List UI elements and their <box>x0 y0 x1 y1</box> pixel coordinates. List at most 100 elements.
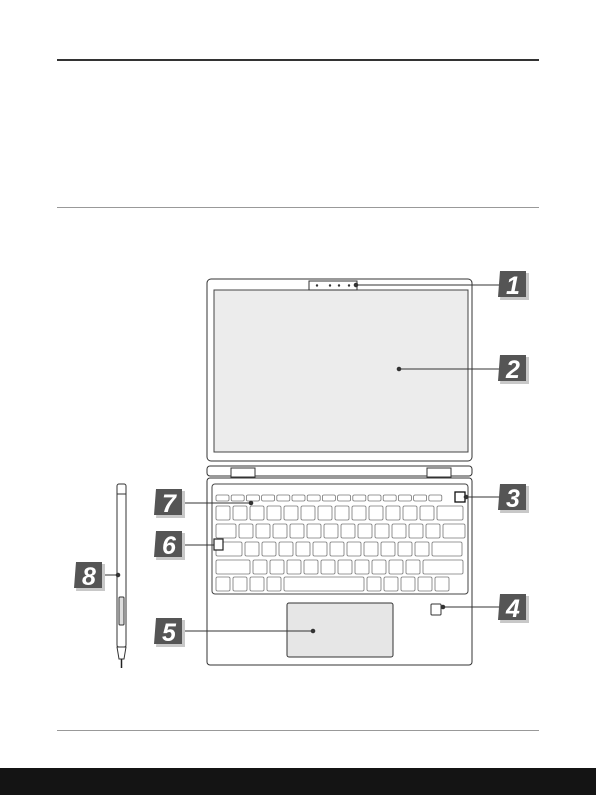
keyboard-key <box>358 524 372 538</box>
laptop-hinge <box>207 466 472 477</box>
keyboard-key <box>270 560 284 574</box>
keyboard-key <box>341 524 355 538</box>
keyboard-key <box>277 495 290 501</box>
callout-5-label: 5 <box>162 619 177 647</box>
keyboard-key <box>415 542 429 556</box>
power-button <box>455 492 465 502</box>
keyboard-key <box>256 524 270 538</box>
callout-7-label: 7 <box>162 490 177 518</box>
keyboard-key <box>253 560 267 574</box>
keyboard-key <box>398 542 412 556</box>
keyboard-key <box>267 506 281 520</box>
pen-side-button <box>119 597 124 625</box>
callout-1-label: 1 <box>506 272 520 300</box>
callout-4: 4 <box>498 594 529 623</box>
keyboard-key <box>368 495 381 501</box>
callout-6-label: 6 <box>162 532 177 560</box>
keyboard-key <box>231 495 244 501</box>
keyboard-key <box>420 506 434 520</box>
touchpad <box>287 603 393 657</box>
keyboard-key <box>304 560 318 574</box>
callout-3: 3 <box>498 484 529 513</box>
keyboard-key <box>435 577 449 591</box>
keyboard-key <box>338 560 352 574</box>
keyboard-key <box>372 560 386 574</box>
keyboard-key <box>364 542 378 556</box>
keyboard-key <box>414 495 427 501</box>
callout-1: 1 <box>498 271 529 300</box>
keyboard-key <box>284 506 298 520</box>
keyboard-key <box>429 495 442 501</box>
keyboard-key <box>398 495 411 501</box>
fingerprint-reader <box>431 604 441 615</box>
keyboard-key <box>267 577 281 591</box>
callout-3-label: 3 <box>506 485 520 513</box>
keyboard-key <box>386 506 400 520</box>
laptop-lid <box>207 279 472 461</box>
keyboard-key <box>347 542 361 556</box>
callout-4-label: 4 <box>505 595 520 623</box>
keyboard-key <box>239 524 253 538</box>
keyboard-key <box>418 577 432 591</box>
keyboard-key <box>384 577 398 591</box>
keyboard-key <box>307 524 321 538</box>
keyboard-key <box>432 542 462 556</box>
keyboard-key <box>381 542 395 556</box>
laptop-screen <box>214 290 468 452</box>
keyboard-key <box>437 506 463 520</box>
keyboard-key <box>375 524 389 538</box>
laptop-base <box>207 478 472 665</box>
keyboard-key <box>273 524 287 538</box>
keyboard-key <box>279 542 293 556</box>
callout-7: 7 <box>154 489 185 518</box>
keyboard-key <box>296 542 310 556</box>
keyboard-key <box>392 524 406 538</box>
keyboard-key <box>262 542 276 556</box>
keyboard-key <box>409 524 423 538</box>
keyboard-key <box>353 495 366 501</box>
keyboard-key <box>338 495 351 501</box>
keyboard-key <box>321 560 335 574</box>
keyboard-key <box>352 506 366 520</box>
keyboard-key <box>322 495 335 501</box>
keyboard-key <box>307 495 320 501</box>
keyboard-key <box>389 560 403 574</box>
keyboard-key <box>245 542 259 556</box>
keyboard-key <box>318 506 332 520</box>
callout-8-label: 8 <box>82 563 96 591</box>
keyboard-key <box>426 524 440 538</box>
keyboard-key <box>403 506 417 520</box>
keyboard-key <box>355 560 369 574</box>
keyboard-key <box>284 577 364 591</box>
keyboard-sensor-marker <box>214 539 223 550</box>
keyboard-key <box>262 495 275 501</box>
callout-6: 6 <box>154 531 185 560</box>
keyboard-key <box>324 524 338 538</box>
keyboard-key <box>216 524 236 538</box>
keyboard-key <box>246 495 259 501</box>
keyboard-key <box>233 506 247 520</box>
keyboard-key <box>423 560 463 574</box>
keyboard-key <box>250 577 264 591</box>
keyboard-key <box>301 506 315 520</box>
keyboard-key <box>250 506 264 520</box>
keyboard-key <box>401 577 415 591</box>
keyboard-key <box>330 542 344 556</box>
keyboard-key <box>406 560 420 574</box>
keyboard-key <box>292 495 305 501</box>
keyboard-key <box>313 542 327 556</box>
callout-5: 5 <box>154 618 185 647</box>
keyboard-key <box>443 524 465 538</box>
keyboard-key <box>369 506 383 520</box>
keyboard-key <box>367 577 381 591</box>
keyboard-key <box>216 560 250 574</box>
footer-bar <box>0 768 596 795</box>
keyboard-key <box>290 524 304 538</box>
keyboard-key <box>383 495 396 501</box>
keyboard-key <box>216 506 230 520</box>
keyboard-keys <box>216 495 465 591</box>
callout-2-label: 2 <box>505 356 520 384</box>
keyboard-key <box>233 577 247 591</box>
callout-8: 8 <box>74 562 105 591</box>
